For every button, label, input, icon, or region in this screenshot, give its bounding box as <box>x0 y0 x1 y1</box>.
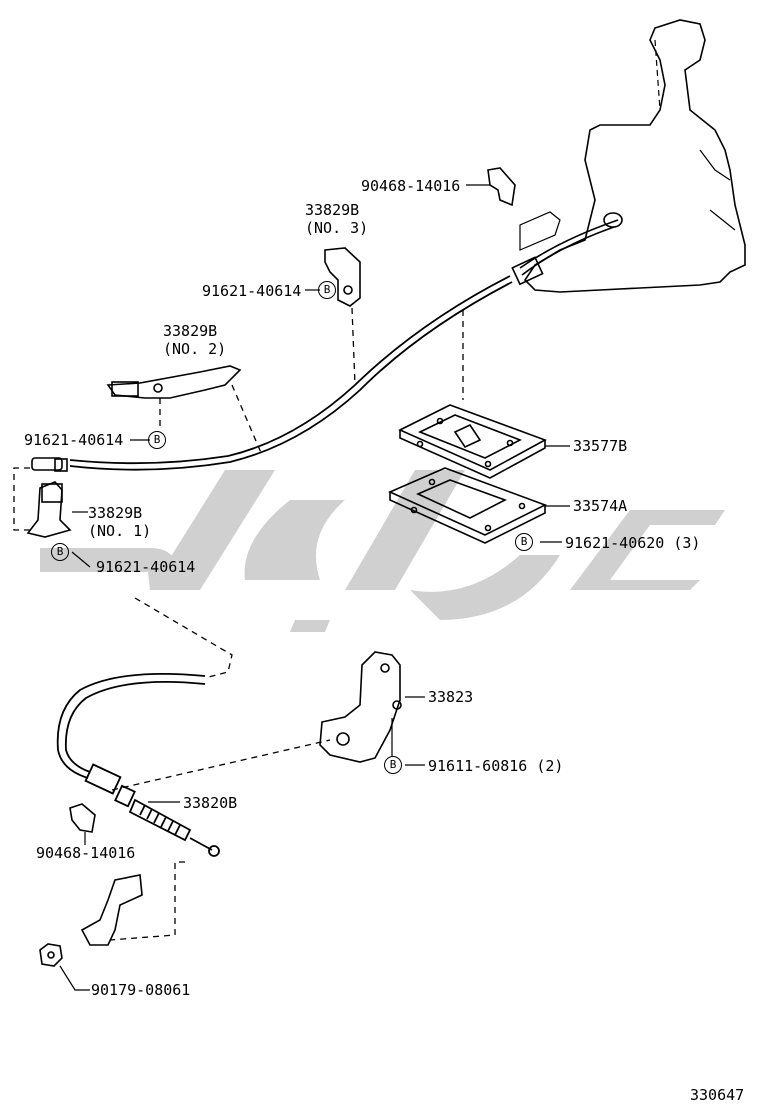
part-label-91611-60816: 91611-60816 (2) <box>428 757 564 775</box>
plate-33577b <box>398 404 547 479</box>
part-label-33829b-no1-sub: (NO. 1) <box>88 522 152 540</box>
clip-90468-lower <box>69 803 96 833</box>
part-label-33829b-no2: 33829B <box>163 322 218 340</box>
bolt-marker-icon: B <box>384 756 402 774</box>
part-label-90468-14016-bottom: 90468-14016 <box>36 844 136 862</box>
shift-cable-upper <box>31 212 623 472</box>
part-label-33829b-no3: 33829B <box>305 201 360 219</box>
lower-bracket <box>80 874 143 946</box>
bolt-marker-icon: B <box>318 281 336 299</box>
shift-cable-lower <box>56 672 220 857</box>
part-label-33829b-no2-sub: (NO. 2) <box>163 340 227 358</box>
bolt-marker-icon: B <box>148 431 166 449</box>
part-label-90468-14016-top: 90468-14016 <box>361 177 461 195</box>
bracket-33829b-no1 <box>26 481 72 538</box>
part-label-33829b-no3-sub: (NO. 3) <box>305 219 369 237</box>
part-label-33574a: 33574A <box>573 497 628 515</box>
part-label-33829b-no1: 33829B <box>88 504 143 522</box>
part-label-91621-40620: 91621-40620 (3) <box>565 534 701 552</box>
bracket-33829b-no2 <box>106 365 242 399</box>
part-label-90179-08061: 90179-08061 <box>91 981 191 999</box>
bolt-marker-icon: B <box>51 543 69 561</box>
part-label-91621-40614-c: 91621-40614 <box>96 558 196 576</box>
bracket-33829b-no3 <box>324 247 361 307</box>
watermark-logo <box>40 470 725 632</box>
part-label-33577b: 33577B <box>573 437 628 455</box>
nut-90179 <box>39 943 63 967</box>
part-label-33820b: 33820B <box>183 794 238 812</box>
clip-90468-upper <box>487 167 516 207</box>
part-label-91621-40614-a: 91621-40614 <box>202 282 302 300</box>
dashed-leaders <box>13 307 464 941</box>
bracket-33823 <box>319 651 402 763</box>
gasket-33574a <box>388 467 548 544</box>
bolt-marker-icon: B <box>515 533 533 551</box>
shift-lever-housing <box>519 19 746 293</box>
part-label-91621-40614-b: 91621-40614 <box>24 431 124 449</box>
part-label-33823: 33823 <box>428 688 474 706</box>
diagram-number: 330647 <box>690 1086 745 1104</box>
label-leaders <box>59 184 570 991</box>
